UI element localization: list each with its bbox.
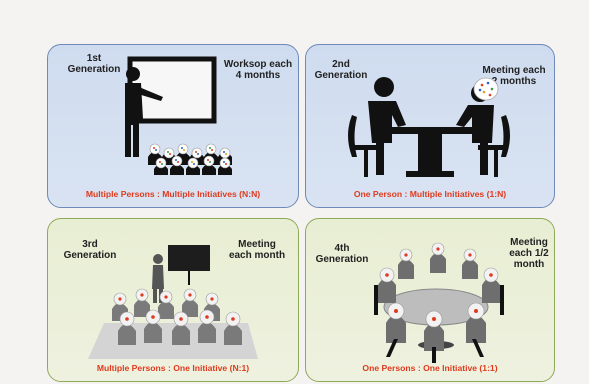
audience-figures bbox=[112, 288, 242, 345]
presentation-board bbox=[168, 245, 210, 271]
generation-label: 3rd Generation bbox=[63, 239, 117, 261]
table-and-chairs bbox=[348, 115, 510, 177]
panel-second-generation: 2nd Generation Meeting each 2 months bbox=[305, 44, 555, 208]
classroom-illustration bbox=[88, 245, 258, 359]
frequency-label: Worksop each 4 months bbox=[223, 59, 293, 81]
meeting-participants bbox=[374, 242, 504, 363]
generation-label: 1st Generation bbox=[67, 53, 121, 75]
panel-first-generation: 1st Generation Worksop each 4 months bbox=[47, 44, 299, 208]
initiatives-thought-bubble bbox=[473, 77, 499, 101]
relationship-caption: One Person : Multiple Initiatives (1:N) bbox=[353, 189, 507, 199]
panel-fourth-generation: 4th Generation Meeting each 1/2 month bbox=[305, 218, 555, 382]
frequency-label: Meeting each 1/2 month bbox=[509, 237, 549, 270]
relationship-caption: One Persons : One Initiative (1:1) bbox=[362, 363, 498, 373]
one-on-one-illustration bbox=[348, 77, 510, 177]
presenter-figure bbox=[125, 67, 163, 157]
panel-third-generation: 3rd Generation Meeting each month bbox=[47, 218, 299, 382]
relationship-caption: Multiple Persons : One Initiative (N:1) bbox=[96, 363, 250, 373]
round-table-illustration bbox=[374, 242, 504, 363]
workshop-illustration bbox=[125, 56, 232, 175]
relationship-caption: Multiple Persons : Multiple Initiatives … bbox=[85, 189, 261, 199]
person-left bbox=[368, 77, 406, 175]
generation-label: 2nd Generation bbox=[314, 59, 368, 81]
generation-label: 4th Generation bbox=[315, 243, 369, 265]
audience-figures bbox=[148, 143, 232, 175]
frequency-label: Meeting each month bbox=[228, 239, 286, 261]
